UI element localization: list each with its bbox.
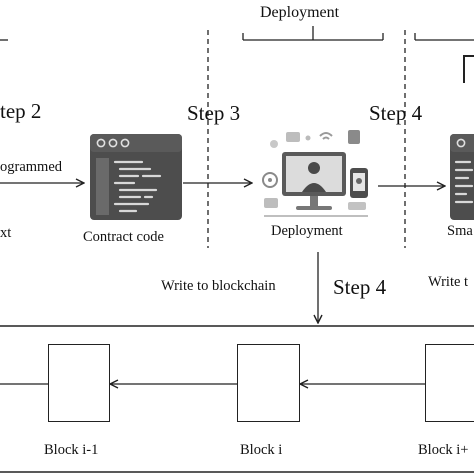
step-4-label-write: Step 4 <box>333 275 387 299</box>
step-4-label-top: Step 4 <box>369 101 423 125</box>
block-i-minus-1 <box>48 344 110 422</box>
step-3-label: Step 3 <box>187 101 241 125</box>
left-cut-label: xt <box>0 225 12 241</box>
block-label: Block i+ <box>418 442 469 458</box>
deployment-header-label: Deployment <box>260 4 340 21</box>
deployment-computer-icon <box>260 128 372 220</box>
block-i-plus-1 <box>425 344 474 422</box>
write-to-blockchain-label: Write to blockchain <box>161 278 276 294</box>
step-2-label: tep 2 <box>0 99 42 123</box>
code-document-icon <box>90 134 182 220</box>
programmed-label: ogrammed <box>0 159 63 175</box>
block-label: Block i-1 <box>44 442 99 458</box>
write-cut-label: Write t <box>428 274 469 290</box>
smart-contract-cut-label: Sma <box>447 223 473 239</box>
block-label: Block i <box>240 442 283 458</box>
contract-code-label: Contract code <box>83 229 164 245</box>
deployment-bracket <box>242 26 384 41</box>
right-bracket <box>414 33 474 41</box>
smart-contract-icon <box>450 134 474 220</box>
block-i <box>237 344 300 422</box>
deployment-label: Deployment <box>271 223 343 239</box>
right-edge-box <box>463 55 474 83</box>
